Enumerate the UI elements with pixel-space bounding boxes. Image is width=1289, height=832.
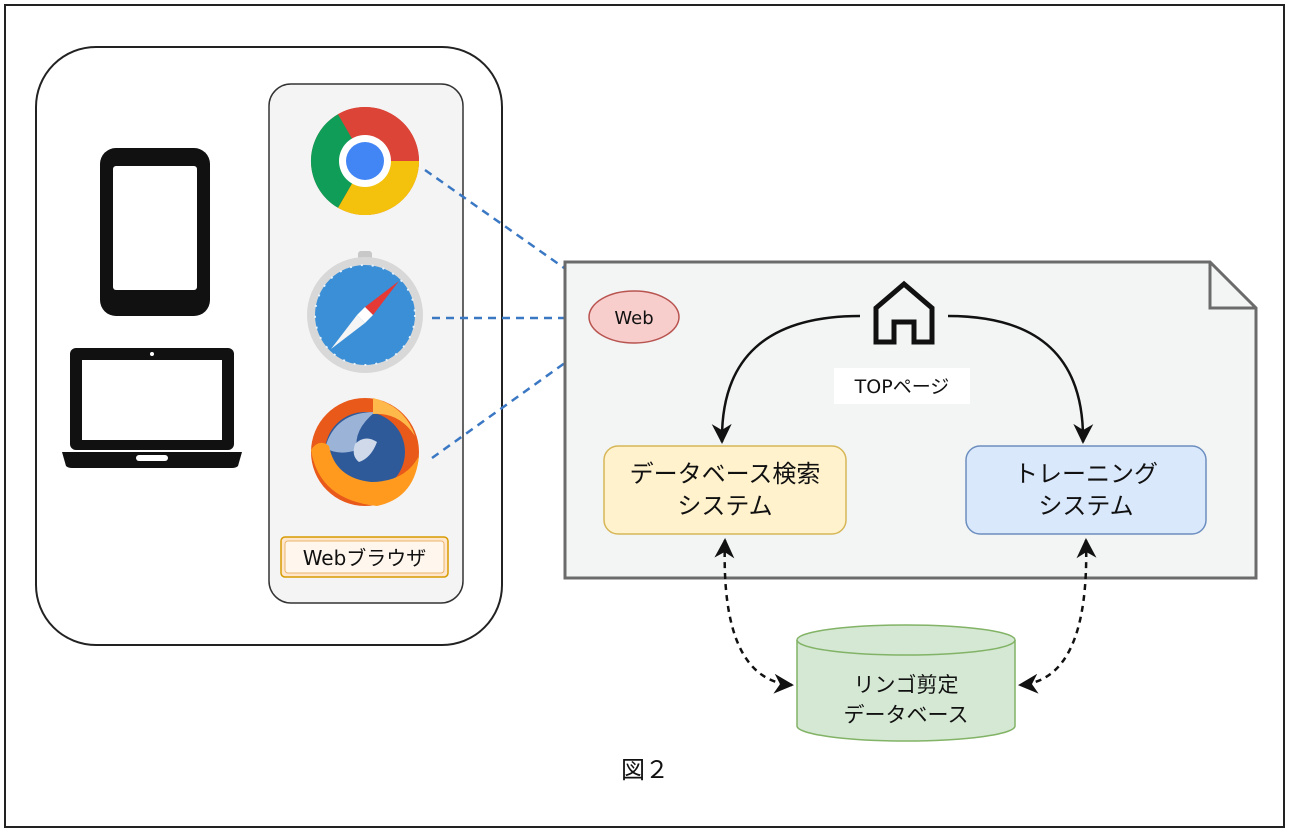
- chrome-icon: [310, 106, 419, 216]
- device-group: Webブラウザ: [35, 46, 503, 646]
- tablet-icon: [100, 148, 210, 316]
- firefox-to-web-arrow: [431, 333, 606, 460]
- apple-pruning-database: リンゴ剪定 データベース: [796, 624, 1016, 742]
- training-system-line2: システム: [1038, 492, 1133, 520]
- home-to-db-search-arrow: [711, 314, 861, 444]
- web-browser-label: Webブラウザ: [280, 536, 449, 578]
- firefox-icon: [311, 398, 419, 506]
- browser-panel: Webブラウザ: [268, 83, 464, 604]
- laptop-icon: [62, 348, 242, 468]
- database-line2: データベース: [844, 703, 969, 727]
- top-page-label-bg: [834, 368, 970, 404]
- home-to-training-arrow: [947, 314, 1094, 444]
- safari-icon: [307, 251, 423, 373]
- web-node-label: Web: [614, 308, 653, 329]
- db-search-system-box: データベース検索 システム: [603, 445, 847, 535]
- database-line1: リンゴ剪定: [854, 673, 959, 697]
- figure-caption: 図２: [621, 756, 669, 784]
- home-icon: [873, 280, 935, 345]
- db-search-system-line1: データベース検索: [630, 460, 821, 488]
- training-system-line1: トレーニング: [1014, 460, 1158, 488]
- web-browser-label-text: Webブラウザ: [303, 546, 427, 570]
- top-page-label: TOPページ: [854, 376, 950, 398]
- web-node: Web: [588, 290, 680, 344]
- training-system-box: トレーニング システム: [965, 445, 1207, 535]
- db-search-system-line2: システム: [677, 492, 772, 520]
